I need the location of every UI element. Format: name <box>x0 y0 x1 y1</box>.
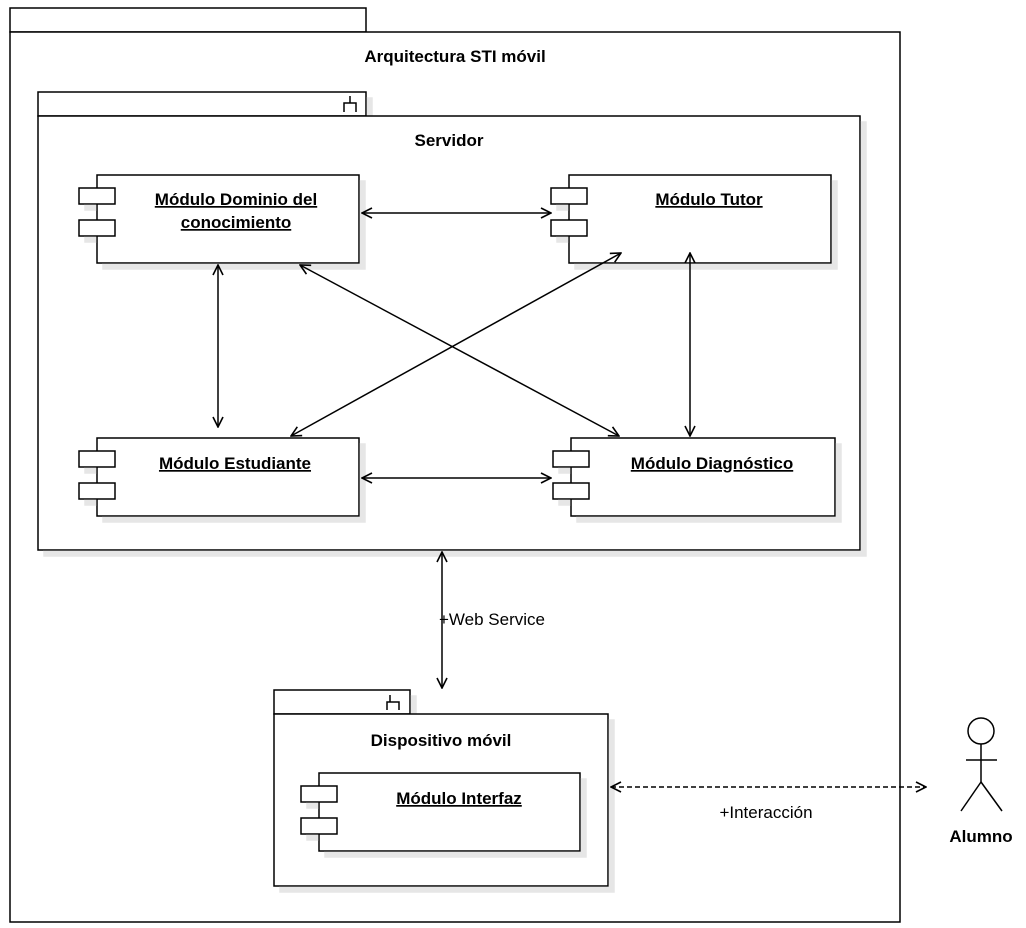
component-port-icon <box>78 482 116 500</box>
connector-web-service: +Web Service <box>439 552 545 688</box>
component-port-icon <box>78 187 116 205</box>
component-port-icon <box>300 785 338 803</box>
component-dominio-label-line2: conocimiento <box>181 213 292 232</box>
connector-web-service-label: +Web Service <box>439 610 545 629</box>
component-port-icon <box>552 450 590 468</box>
component-port-icon <box>552 482 590 500</box>
subsystem-icon <box>343 96 357 112</box>
actor-alumno-label: Alumno <box>949 827 1012 846</box>
subsystem-icon <box>386 695 400 710</box>
connector-interaccion-label: +Interacción <box>719 803 812 822</box>
package-dispositivo-label: Dispositivo móvil <box>371 731 512 750</box>
component-port-icon <box>550 219 588 237</box>
component-port-icon <box>300 817 338 835</box>
component-estudiante-label: Módulo Estudiante <box>159 454 311 473</box>
actor-stick-figure-icon <box>960 717 1003 812</box>
package-arquitectura-label: Arquitectura STI móvil <box>364 47 545 66</box>
component-estudiante[interactable]: Módulo Estudiante <box>78 437 360 517</box>
package-servidor-label: Servidor <box>415 131 484 150</box>
component-diagnostico-label: Módulo Diagnóstico <box>631 454 793 473</box>
component-interfaz-label: Módulo Interfaz <box>396 789 522 808</box>
component-interfaz[interactable]: Módulo Interfaz <box>300 772 581 852</box>
connector-tutor-estudiante <box>291 253 621 436</box>
component-port-icon <box>78 219 116 237</box>
actor-alumno[interactable]: Alumno <box>949 717 1013 846</box>
component-dominio[interactable]: Módulo Dominio del conocimiento <box>78 174 360 264</box>
package-dispositivo: Dispositivo móvil <box>273 689 609 887</box>
connector-interaccion: +Interacción <box>611 787 926 822</box>
component-diagnostico[interactable]: Módulo Diagnóstico <box>552 437 836 517</box>
component-tutor-label: Módulo Tutor <box>655 190 763 209</box>
component-tutor[interactable]: Módulo Tutor <box>550 174 832 264</box>
component-port-icon <box>550 187 588 205</box>
server-connectors <box>218 213 690 478</box>
component-dominio-label-line1: Módulo Dominio del <box>155 190 317 209</box>
component-port-icon <box>78 450 116 468</box>
